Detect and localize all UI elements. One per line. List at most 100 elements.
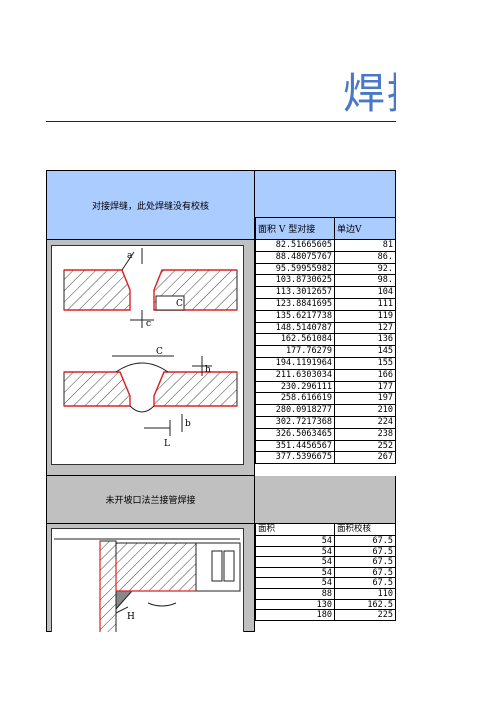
dim-label-b: b [185, 419, 191, 429]
area-v-cell[interactable]: 103.8730625 [255, 275, 335, 288]
area-v-cell[interactable]: 162.561084 [255, 334, 335, 347]
dim-label-H: H [127, 612, 135, 622]
single-v-cell[interactable]: 145 [335, 346, 396, 358]
dim-label-c: c [146, 319, 151, 329]
area-cell[interactable]: 54 [255, 578, 335, 589]
single-v-cell[interactable]: 177 [335, 381, 396, 394]
single-v-cell[interactable]: 81 [335, 240, 396, 252]
dim-label-L: L [164, 439, 170, 449]
single-v-cell[interactable]: 166 [335, 369, 396, 382]
single-v-cell[interactable]: 238 [335, 428, 396, 441]
single-v-cell[interactable]: 111 [335, 298, 396, 311]
area-cell[interactable]: 54 [255, 536, 335, 547]
area-v-cell[interactable]: 95.59955982 [255, 263, 335, 276]
spreadsheet: 对接焊缝，此处焊缝没有校核 面积 V 型对接 单边V a C c [46, 170, 396, 632]
butt-weld-drawing: a C c C h L b [51, 245, 244, 465]
dim-label-h: h [205, 365, 211, 375]
area-cell[interactable]: 54 [255, 557, 335, 568]
area-v-cell[interactable]: 113.3012657 [255, 287, 335, 299]
area-v-cell[interactable]: 258.616619 [255, 393, 335, 406]
single-v-cell[interactable]: 86. [335, 251, 396, 264]
flange-weld-drawing: H [51, 528, 244, 632]
area-v-cell[interactable]: 123.8841695 [255, 298, 335, 311]
single-v-cell[interactable]: 127 [335, 322, 396, 335]
section1-col2-header[interactable]: 单边V [335, 218, 396, 240]
area-cell[interactable]: 54 [255, 567, 335, 579]
area-cell[interactable]: 88 [255, 588, 335, 600]
area-check-cell[interactable]: 225 [335, 610, 396, 621]
area-v-cell[interactable]: 377.5396675 [255, 452, 335, 465]
section2-col2-header[interactable]: 面积校核 [335, 524, 396, 536]
single-v-cell[interactable]: 98. [335, 275, 396, 288]
single-v-cell[interactable]: 252 [335, 440, 396, 453]
area-v-cell[interactable]: 194.1191964 [255, 357, 335, 370]
section1-header-cell[interactable] [255, 170, 396, 218]
area-check-cell[interactable]: 67.5 [335, 536, 396, 547]
single-v-cell[interactable]: 210 [335, 405, 396, 417]
area-check-cell[interactable]: 67.5 [335, 557, 396, 568]
section2-header-cell[interactable] [255, 476, 396, 524]
single-v-cell[interactable]: 119 [335, 310, 396, 323]
single-v-cell[interactable]: 197 [335, 393, 396, 406]
dim-label-a: a [127, 251, 133, 261]
single-v-cell[interactable]: 136 [335, 334, 396, 347]
area-v-cell[interactable]: 280.0918277 [255, 405, 335, 417]
area-check-cell[interactable]: 162.5 [335, 599, 396, 611]
area-check-cell[interactable]: 67.5 [335, 546, 396, 558]
area-cell[interactable]: 130 [255, 599, 335, 611]
dim-label-C-top: C [176, 299, 183, 309]
area-v-cell[interactable]: 88.48075767 [255, 251, 335, 264]
page-title: 焊接 [343, 69, 396, 118]
area-check-cell[interactable]: 110 [335, 588, 396, 600]
area-v-cell[interactable]: 326.5063465 [255, 428, 335, 441]
single-v-cell[interactable]: 92. [335, 263, 396, 276]
area-v-cell[interactable]: 230.296111 [255, 381, 335, 394]
area-v-cell[interactable]: 148.5140787 [255, 322, 335, 335]
single-v-cell[interactable]: 267 [335, 452, 396, 465]
area-cell[interactable]: 54 [255, 546, 335, 558]
area-v-cell[interactable]: 82.51665605 [255, 240, 335, 252]
area-cell[interactable]: 180 [255, 610, 335, 621]
single-v-cell[interactable]: 104 [335, 287, 396, 299]
area-v-cell[interactable]: 135.6217738 [255, 310, 335, 323]
area-check-cell[interactable]: 67.5 [335, 567, 396, 579]
area-v-cell[interactable]: 211.6303034 [255, 369, 335, 382]
area-check-cell[interactable]: 67.5 [335, 578, 396, 589]
butt-weld-diagram: a C c C h L b [63, 248, 238, 449]
area-v-cell[interactable]: 177.76279 [255, 346, 335, 358]
single-v-cell[interactable]: 155 [335, 357, 396, 370]
single-v-cell[interactable]: 224 [335, 416, 396, 429]
section1-label[interactable]: 对接焊缝，此处焊缝没有校核 [46, 170, 255, 240]
area-v-cell[interactable]: 302.7217368 [255, 416, 335, 429]
section1-col1-header[interactable]: 面积 V 型对接 [255, 218, 335, 240]
area-v-cell[interactable]: 351.4456567 [255, 440, 335, 453]
section2-col1-header[interactable]: 面积 [255, 524, 335, 536]
section2-label[interactable]: 未开坡口法兰接管焊接 [46, 476, 255, 524]
title-rule [46, 121, 396, 122]
flange-weld-diagram: H [54, 538, 241, 632]
